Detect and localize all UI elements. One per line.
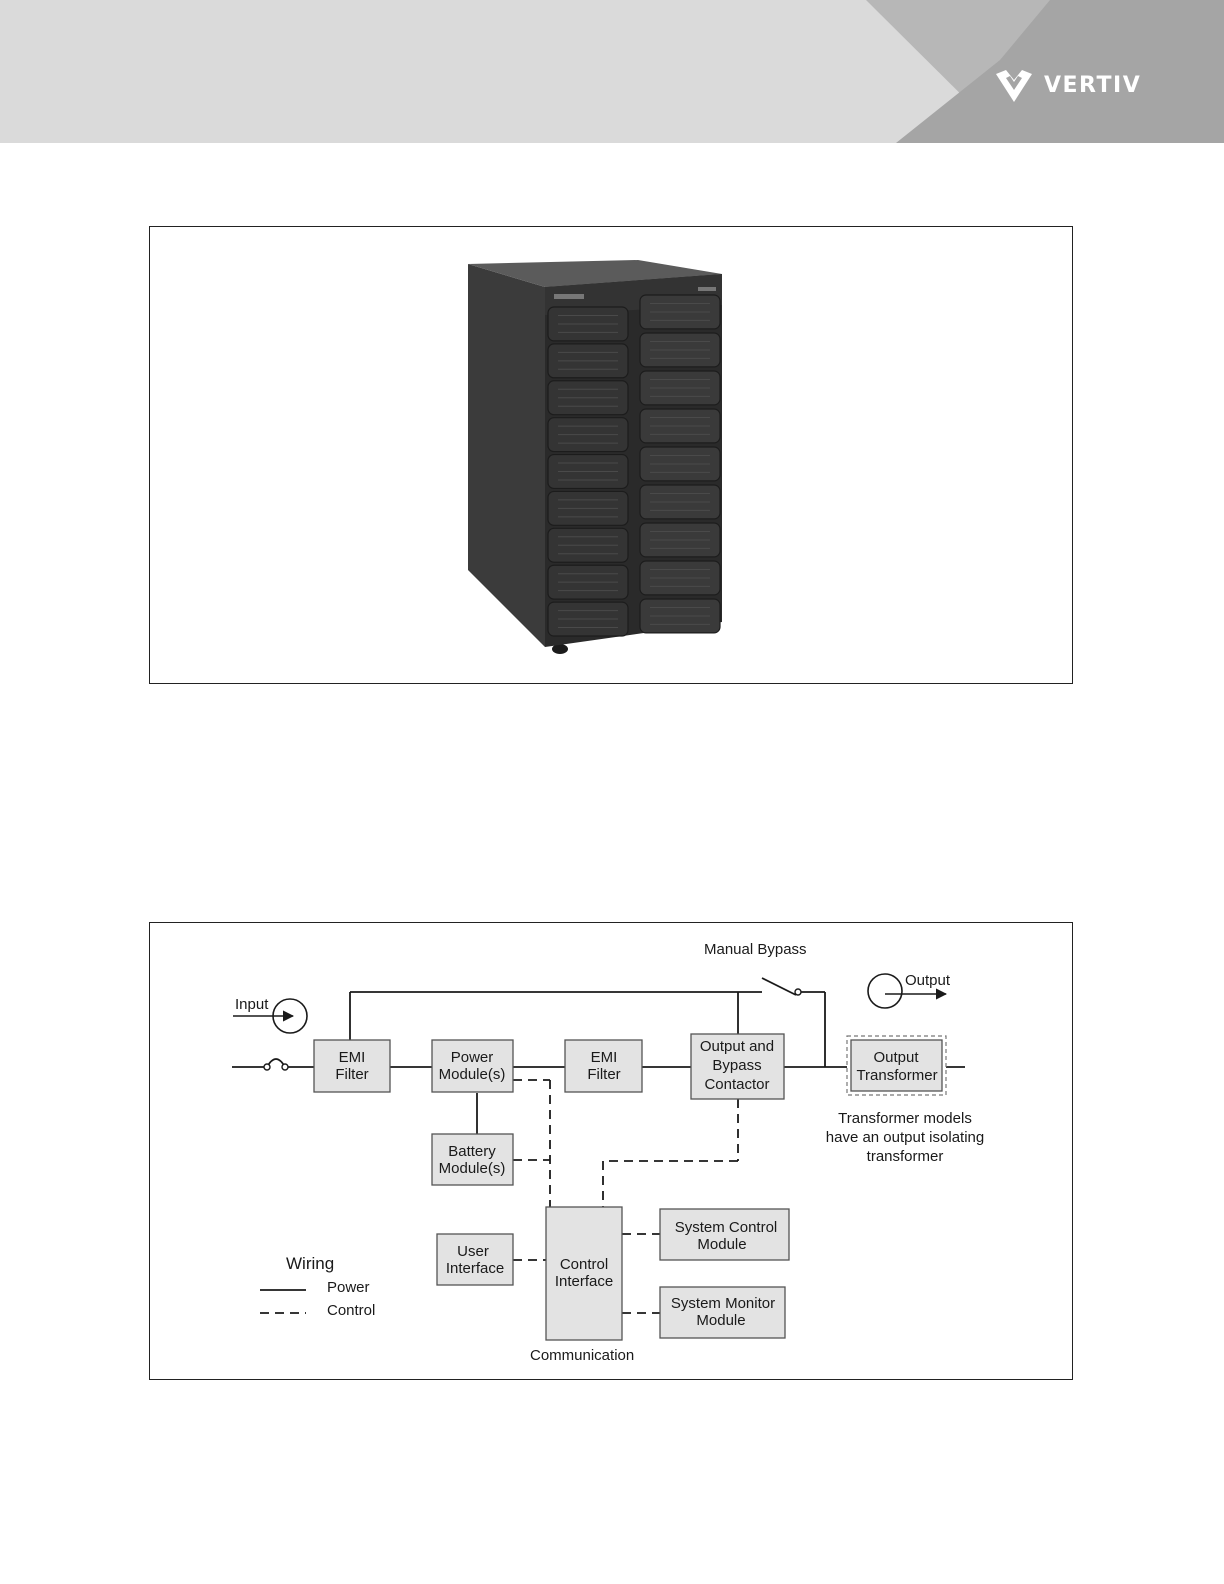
svg-text:Module: Module xyxy=(696,1312,745,1329)
svg-text:Filter: Filter xyxy=(335,1066,368,1083)
svg-text:Transformer models: Transformer models xyxy=(838,1110,972,1127)
svg-text:Output and: Output and xyxy=(700,1038,774,1055)
legend-title: Wiring xyxy=(286,1254,334,1273)
output-symbol-icon xyxy=(867,973,903,1009)
input-breaker-contact xyxy=(281,1063,289,1071)
communication-label: Communication xyxy=(530,1347,634,1364)
legend-power-label: Power xyxy=(327,1279,370,1296)
system-monitor-module-block: System Monitor Module xyxy=(659,1286,786,1339)
ups-cabinet-illustration xyxy=(468,260,722,654)
output-bypass-contactor-block: Output and Bypass Contactor xyxy=(690,1033,785,1100)
header-band-dark xyxy=(896,0,1224,143)
svg-text:EMI: EMI xyxy=(591,1049,618,1066)
emi-filter-2-block: EMI Filter xyxy=(564,1039,643,1093)
output-transformer-block: Output Transformer xyxy=(846,1035,947,1096)
vertiv-logo-icon xyxy=(996,70,1032,102)
svg-text:Interface: Interface xyxy=(446,1260,504,1277)
svg-text:transformer: transformer xyxy=(867,1148,944,1165)
control-interface-block: Control Interface xyxy=(545,1206,623,1341)
legend-control-label: Control xyxy=(327,1302,375,1319)
cabinet-side xyxy=(468,264,545,647)
svg-text:System Monitor: System Monitor xyxy=(671,1295,775,1312)
svg-text:User: User xyxy=(457,1243,489,1260)
svg-text:Bypass: Bypass xyxy=(712,1057,761,1074)
block-diagram: Input Output Manual Bypass EMI Filter Po… xyxy=(232,941,984,1364)
user-interface-block: User Interface xyxy=(436,1233,514,1286)
figure-block-diagram: Input Output Manual Bypass EMI Filter Po… xyxy=(149,922,1073,1380)
bypass-switch-contact xyxy=(794,988,802,996)
svg-text:Output: Output xyxy=(873,1049,919,1066)
svg-text:Module(s): Module(s) xyxy=(439,1160,506,1177)
svg-text:Transformer: Transformer xyxy=(856,1067,937,1084)
cabinet-top xyxy=(468,260,722,287)
output-label: Output xyxy=(905,972,951,989)
control-wiring xyxy=(513,1079,739,1314)
svg-text:EMI: EMI xyxy=(339,1049,366,1066)
module-bays xyxy=(547,294,721,637)
svg-text:Filter: Filter xyxy=(587,1066,620,1083)
transformer-note: Transformer models have an output isolat… xyxy=(826,1110,984,1165)
brand-badge xyxy=(554,294,584,299)
emi-filter-1-block: EMI Filter xyxy=(313,1039,391,1093)
svg-text:Control: Control xyxy=(560,1256,608,1273)
svg-text:have an output isolating: have an output isolating xyxy=(826,1129,984,1146)
cabinet-foot xyxy=(552,644,568,654)
svg-text:Battery: Battery xyxy=(448,1143,496,1160)
power-modules-block: Power Module(s) xyxy=(431,1039,514,1093)
manual-bypass-label: Manual Bypass xyxy=(704,941,807,958)
svg-text:Contactor: Contactor xyxy=(704,1076,769,1093)
power-wiring xyxy=(232,977,965,1134)
figure-product-photo xyxy=(149,226,1073,684)
svg-text:Module(s): Module(s) xyxy=(439,1066,506,1083)
svg-text:Module: Module xyxy=(697,1236,746,1253)
system-control-module-block: System Control Module xyxy=(659,1208,790,1261)
svg-text:System Control: System Control xyxy=(675,1219,778,1236)
battery-modules-block: Battery Module(s) xyxy=(431,1133,514,1186)
header-band xyxy=(0,0,1224,143)
model-badge xyxy=(698,287,716,291)
svg-text:Interface: Interface xyxy=(555,1273,613,1290)
wiring-legend: Wiring Power Control xyxy=(260,1254,375,1319)
brand-name: VERTIV xyxy=(1044,73,1142,98)
svg-text:Power: Power xyxy=(451,1049,494,1066)
input-label: Input xyxy=(235,996,269,1013)
input-breaker-contact xyxy=(263,1063,271,1071)
